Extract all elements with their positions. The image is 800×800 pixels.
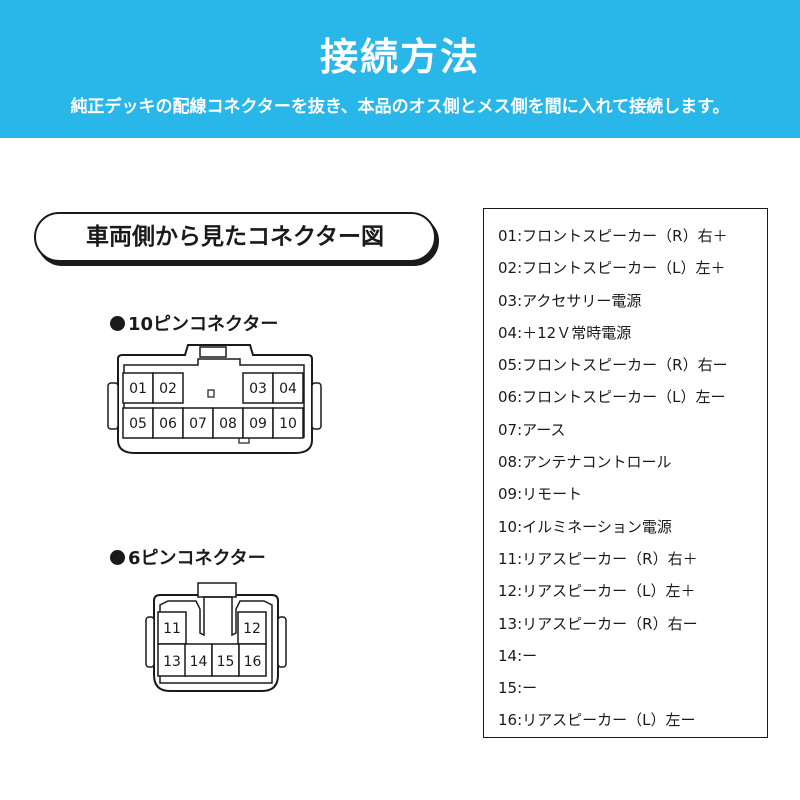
list-item: 06:フロントスピーカー（L）左ー <box>498 388 726 407</box>
pin-label: 12 <box>243 621 261 637</box>
pin-label: 03 <box>249 381 267 397</box>
list-item: 08:アンテナコントロール <box>498 453 672 472</box>
connector-10-latch <box>199 346 227 358</box>
header-banner: 接続方法 純正デッキの配線コネクターを抜き、本品のオス側とメス側を間に入れて接続… <box>0 0 800 138</box>
bullet-icon <box>110 316 125 331</box>
list-item: 05:フロントスピーカー（R）右ー <box>498 356 728 375</box>
list-item: 09:リモート <box>498 485 583 504</box>
pin-label: 06 <box>159 416 177 432</box>
connector-6-right-tab <box>277 616 287 668</box>
pin-label: 01 <box>129 381 147 397</box>
pin-label: 09 <box>249 416 267 432</box>
pin-label: 07 <box>189 416 207 432</box>
pin-label: 02 <box>159 381 177 397</box>
connector-6-pin-grid <box>157 611 267 677</box>
connector-10-title-text: 10ピンコネクター <box>128 314 279 335</box>
connector-6-title: 6ピンコネクター <box>110 544 266 570</box>
pin-label: 05 <box>129 416 147 432</box>
pin-label: 16 <box>244 654 262 670</box>
list-item: 13:リアスピーカー（R）右ー <box>498 614 698 633</box>
pin-label: 04 <box>279 381 297 397</box>
connector-view-label: 車両側から見たコネクター図 <box>34 212 436 262</box>
pin-cavity <box>272 407 304 439</box>
pin-cavity <box>122 372 154 404</box>
page-subtitle: 純正デッキの配線コネクターを抜き、本品のオス側とメス側を間に入れて接続します。 <box>70 97 730 117</box>
list-item: 12:リアスピーカー（L）左＋ <box>498 582 696 601</box>
connector-10-pin-grid <box>122 372 304 439</box>
list-item: 16:リアスピーカー（L）左ー <box>498 711 696 730</box>
pin-cavity <box>272 372 304 404</box>
connector-6-left-tab <box>145 616 155 668</box>
connector-10-right-tab <box>311 382 322 430</box>
pin-cavity <box>157 611 187 645</box>
list-item: 02:フロントスピーカー（L）左＋ <box>498 259 726 278</box>
pin-assignment-list: 01:フロントスピーカー（R）右＋ 02:フロントスピーカー（L）左＋ 03:ア… <box>483 208 768 738</box>
connector-6-inner-frame <box>159 596 273 684</box>
pin-label: 11 <box>163 621 181 637</box>
list-item: 10:イルミネーション電源 <box>498 517 672 536</box>
page-title: 接続方法 <box>319 35 480 79</box>
list-item: 03:アクセサリー電源 <box>498 291 642 310</box>
connector-6-title-text: 6ピンコネクター <box>128 548 266 569</box>
list-item: 11:リアスピーカー（R）右＋ <box>498 549 698 568</box>
list-item: 15:ー <box>498 679 538 698</box>
pin-cavity <box>237 611 267 645</box>
pin-label: 13 <box>163 654 181 670</box>
bullet-icon <box>110 550 125 565</box>
connector-6-diagram: 11 12 13 14 15 16 <box>145 582 287 692</box>
pin-label: 14 <box>190 654 208 670</box>
connector-10-key <box>207 389 215 398</box>
connector-10-left-tab <box>107 382 119 430</box>
connector-6-latch <box>197 582 237 598</box>
connector-10-title: 10ピンコネクター <box>110 310 278 336</box>
list-item: 07:アース <box>498 420 566 439</box>
pin-label: 08 <box>219 416 237 432</box>
pin-label: 15 <box>217 654 235 670</box>
list-item: 04:＋12Ｖ常時電源 <box>498 323 632 342</box>
pin-label: 10 <box>279 416 297 432</box>
pin-cavity <box>152 372 184 404</box>
list-item: 01:フロントスピーカー（R）右＋ <box>498 227 728 245</box>
connector-10-diagram: 01 02 03 04 05 06 07 08 09 10 <box>107 344 322 454</box>
pin-cavity <box>157 643 187 677</box>
pin-cavity <box>238 643 267 677</box>
list-item: 14:ー <box>498 646 538 665</box>
